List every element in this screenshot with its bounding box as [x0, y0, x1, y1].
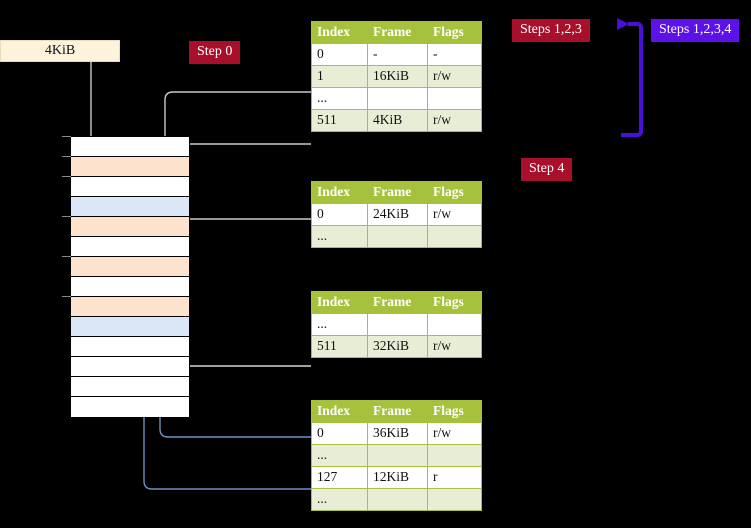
- table-cell: 511: [311, 335, 368, 358]
- column-header-index: Index: [311, 181, 368, 204]
- violet-bracket-arrow: [617, 18, 643, 137]
- table-cell: [427, 225, 482, 248]
- table-cell: r/w: [427, 203, 482, 226]
- memory-tick: [62, 176, 71, 177]
- column-header-flags: Flags: [427, 181, 482, 204]
- table-cell: 0: [311, 43, 368, 66]
- table-cell: 511: [311, 109, 368, 132]
- table-cell: 0: [311, 422, 368, 445]
- memory-frame-row: [71, 177, 189, 197]
- table-cell: [427, 87, 482, 110]
- column-header-flags: Flags: [427, 291, 482, 314]
- table-cell: [427, 313, 482, 336]
- table-cell: 24KiB: [367, 203, 428, 226]
- badge-step-0: Step 0: [189, 41, 241, 64]
- table-row: ...: [311, 225, 482, 248]
- table-cell: r/w: [427, 65, 482, 88]
- wire-pdpt-0-to-memory: [176, 218, 311, 259]
- table-cell: [367, 488, 428, 511]
- memory-frame-row: [71, 257, 189, 277]
- memory-frame-row: [71, 277, 189, 297]
- table-cell: ...: [311, 488, 368, 511]
- table-cell: [367, 225, 428, 248]
- table-cell: -: [427, 43, 482, 66]
- table-cell: 4KiB: [367, 109, 428, 132]
- table-cell: ...: [311, 225, 368, 248]
- column-header-frame: Frame: [367, 21, 428, 44]
- memory-frame-row: [71, 237, 189, 257]
- memory-frame-row: [71, 317, 189, 337]
- memory-tick: [62, 136, 71, 137]
- column-header-flags: Flags: [427, 21, 482, 44]
- table-cell: r/w: [427, 109, 482, 132]
- column-header-frame: Frame: [367, 291, 428, 314]
- memory-frame-row: [71, 217, 189, 237]
- table-row: ...: [311, 444, 482, 467]
- table-cell: 12KiB: [367, 466, 428, 489]
- column-header-frame: Frame: [367, 181, 428, 204]
- table-cell: r/w: [427, 422, 482, 445]
- memory-frame-row: [71, 377, 189, 397]
- badge-steps-123: Steps 1,2,3: [512, 19, 590, 42]
- memory-frame-row: [71, 397, 189, 417]
- table-cell: 16KiB: [367, 65, 428, 88]
- badge-step-4: Step 4: [521, 158, 573, 181]
- memory-frame-row: [71, 157, 189, 177]
- table-cell: -: [367, 43, 428, 66]
- table-cell: [367, 444, 428, 467]
- memory-frame-row: [71, 297, 189, 317]
- table-cell: ...: [311, 313, 368, 336]
- physical-memory-column: [70, 136, 190, 417]
- memory-frame-row: [71, 197, 189, 217]
- memory-size-label: 4KiB: [0, 40, 120, 62]
- table-cell: [367, 313, 428, 336]
- table-cell: 1: [311, 65, 368, 88]
- table-cell: 0: [311, 203, 368, 226]
- column-header-index: Index: [311, 21, 368, 44]
- table-row: ...: [311, 87, 482, 110]
- memory-frame-row: [71, 337, 189, 357]
- table-cell: r: [427, 466, 482, 489]
- badge-steps-1234: Steps 1,2,3,4: [651, 19, 740, 42]
- table-row: ...: [311, 313, 482, 336]
- wire-pml4-row-to-memory: [170, 143, 311, 154]
- table-cell: [427, 488, 482, 511]
- memory-tick: [62, 256, 71, 257]
- column-header-frame: Frame: [367, 400, 428, 423]
- memory-tick: [62, 296, 71, 297]
- memory-frame-row: [71, 137, 189, 157]
- table-row: ...: [311, 488, 482, 511]
- column-header-index: Index: [311, 291, 368, 314]
- table-row: 0--: [311, 43, 482, 66]
- column-header-index: Index: [311, 400, 368, 423]
- memory-frame-row: [71, 357, 189, 377]
- memory-tick: [62, 156, 71, 157]
- table-cell: 36KiB: [367, 422, 428, 445]
- table-cell: ...: [311, 444, 368, 467]
- table-cell: r/w: [427, 335, 482, 358]
- table-cell: 32KiB: [367, 335, 428, 358]
- table-cell: ...: [311, 87, 368, 110]
- table-cell: [367, 87, 428, 110]
- table-cell: [427, 444, 482, 467]
- column-header-flags: Flags: [427, 400, 482, 423]
- table-cell: 127: [311, 466, 368, 489]
- memory-tick: [62, 216, 71, 217]
